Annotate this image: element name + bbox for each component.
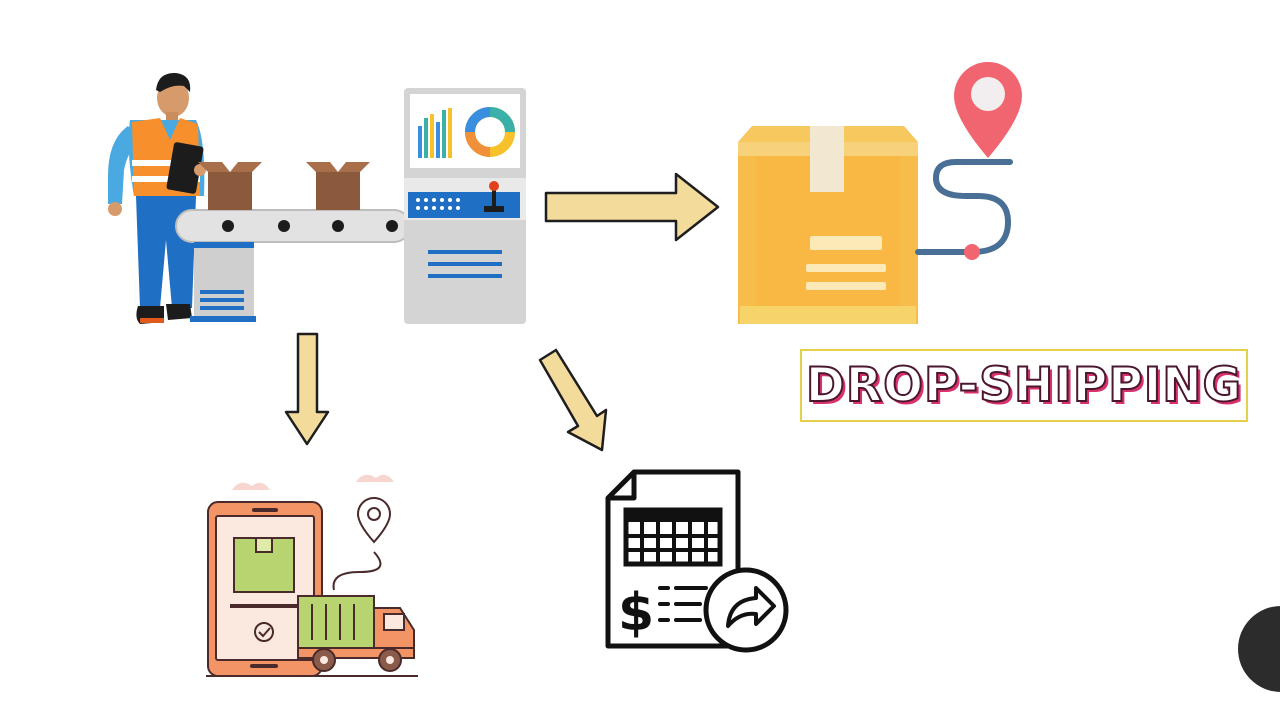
svg-text:$: $	[618, 583, 654, 643]
package-box-icon	[738, 126, 918, 324]
drop-shipping-label-box: DROP-SHIPPING	[800, 349, 1248, 422]
location-pin-icon	[915, 62, 1022, 260]
arrow-down-icon	[284, 332, 330, 446]
drop-shipping-label: DROP-SHIPPING	[805, 357, 1243, 414]
invoice-icon: $	[605, 469, 789, 653]
truck-icon	[206, 595, 418, 677]
worker-icon	[108, 72, 206, 324]
conveyor-belt-icon	[175, 162, 411, 322]
arrow-right-icon	[544, 172, 720, 242]
mobile-delivery-icon	[207, 474, 394, 677]
factory-machine-icon	[404, 88, 526, 324]
arrow-diagonal-icon	[538, 348, 608, 452]
